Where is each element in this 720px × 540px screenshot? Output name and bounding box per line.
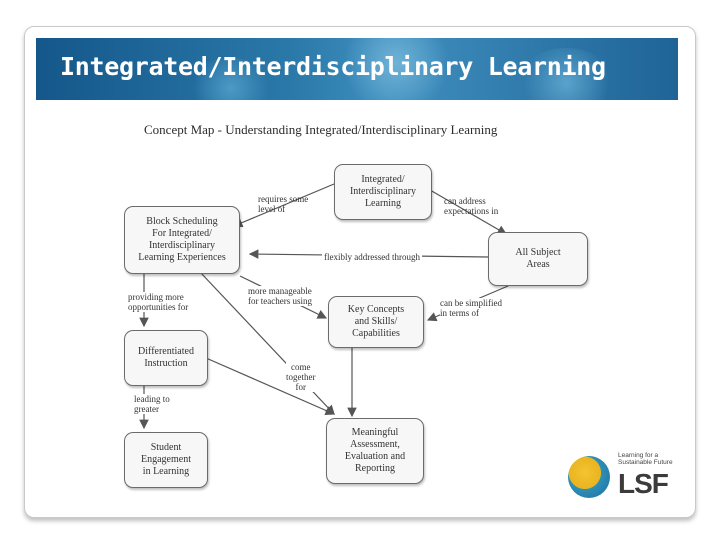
lsf-logo-wordmark: LSF [618,468,669,499]
node-all-subject-areas: All Subject Areas [488,232,588,286]
title-banner: Integrated/Interdisciplinary Learning [36,38,678,100]
lsf-logo: Learning for a Sustainable Future LSF [568,452,678,502]
label-simplified: can be simplified in terms of [440,298,502,318]
label-requires: requires some level of [258,194,309,214]
label-flexibly: flexibly addressed through [322,252,422,262]
node-meaningful-assessment: Meaningful Assessment, Evaluation and Re… [326,418,424,484]
label-manageable: more manageable for teachers using [248,286,312,306]
node-student-engagement: Student Engagement in Learning [124,432,208,488]
node-key-concepts: Key Concepts and Skills/ Capabilities [328,296,424,348]
label-providing: providing more opportunities for [128,292,189,312]
node-differentiated-instruction: Differentiated Instruction [124,330,208,386]
edge-requires [232,183,335,228]
node-integrated-learning: Integrated/ Interdisciplinary Learning [334,164,432,220]
slide-title: Integrated/Interdisciplinary Learning [60,52,606,81]
lsf-logo-emblem-icon [568,456,610,498]
edge-can-address [429,189,508,235]
label-come-together: come together for [286,362,316,392]
edge-diff-assessment [205,357,336,416]
node-block-scheduling: Block Scheduling For Integrated/ Interdi… [124,206,240,274]
label-leading: leading to greater [134,394,170,414]
concept-map-caption: Concept Map - Understanding Integrated/I… [144,122,498,137]
lsf-logo-tagline: Learning for a Sustainable Future [618,452,673,466]
label-can-address: can address expectations in [444,196,499,216]
